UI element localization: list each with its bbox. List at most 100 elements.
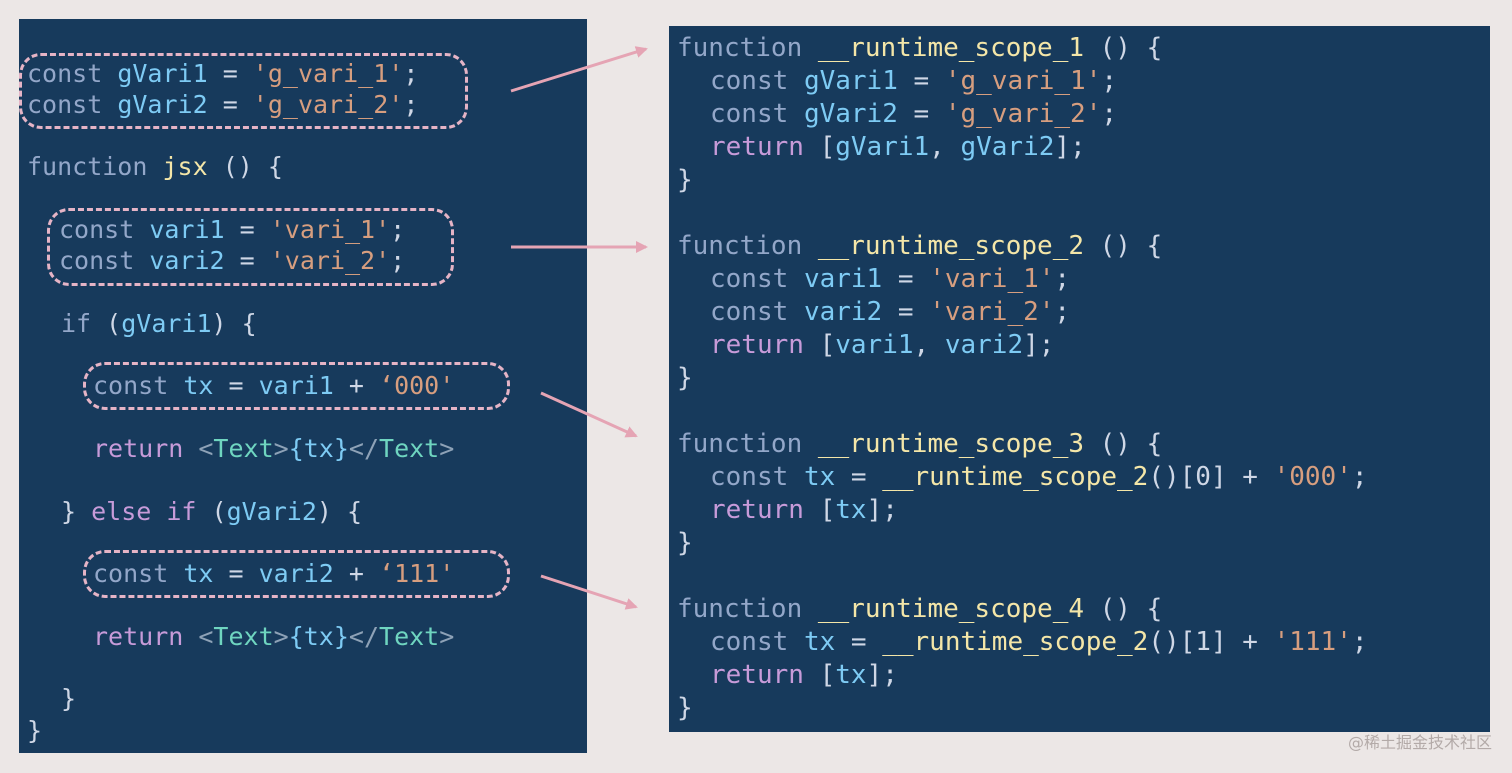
- code-line: const tx = __runtime_scope_2()[0] + '000…: [710, 461, 1368, 493]
- punctuation: ,: [929, 132, 961, 162]
- function-name: __runtime_scope_2: [882, 627, 1149, 657]
- string-literal: 'vari_2': [929, 297, 1055, 327]
- jsx-bracket: >: [439, 622, 455, 651]
- identifier: vari2: [944, 330, 1024, 360]
- code-line: const gVari2 = 'g_vari_2';: [27, 89, 418, 121]
- code-line: const gVari1 = 'g_vari_1';: [27, 58, 418, 90]
- arrow-to-scope-4: [540, 574, 638, 610]
- punctuation: ;: [1351, 462, 1368, 492]
- identifier: vari1: [149, 215, 225, 244]
- keyword: function: [677, 33, 803, 63]
- compiled-scopes-panel: function __runtime_scope_1 () { const gV…: [669, 26, 1490, 732]
- operator: =: [207, 59, 253, 88]
- identifier: gVari2: [803, 99, 898, 129]
- identifier: vari1: [803, 264, 883, 294]
- keyword: const: [710, 627, 789, 657]
- punctuation: ;: [390, 215, 406, 244]
- source-code-panel: const gVari1 = 'g_vari_1'; const gVari2 …: [19, 19, 587, 753]
- highlight-tx-000: [83, 362, 510, 410]
- jsx-expression: {tx}: [288, 622, 349, 651]
- code-line: return [tx];: [710, 494, 898, 526]
- return-keyword: return: [710, 660, 804, 690]
- identifier: gVari1: [835, 132, 930, 162]
- code-line: }: [677, 362, 693, 394]
- keyword: const: [93, 559, 169, 588]
- keyword: function: [27, 152, 148, 181]
- code-line: const vari1 = 'vari_1';: [710, 263, 1070, 295]
- jsx-tag-name: Text: [213, 434, 274, 463]
- identifier: gVari1: [803, 66, 898, 96]
- punctuation: () {: [207, 152, 283, 181]
- jsx-bracket: <: [183, 434, 214, 463]
- operator: +: [333, 559, 380, 588]
- punctuation: ];: [1054, 132, 1086, 162]
- string-literal: 'g_vari_1': [252, 59, 404, 88]
- closing-brace: }: [677, 693, 693, 723]
- string-literal: ‘000': [379, 371, 455, 400]
- punctuation: ;: [1054, 264, 1071, 294]
- closing-brace: }: [677, 528, 693, 558]
- operator: =: [835, 462, 883, 492]
- return-keyword: return: [710, 495, 804, 525]
- identifier: gVari2: [226, 497, 317, 526]
- keyword: const: [710, 462, 789, 492]
- jsx-bracket: <: [183, 622, 214, 651]
- punctuation: ;: [403, 90, 419, 119]
- code-line: }: [27, 715, 42, 747]
- code-line: const vari2 = 'vari_2';: [710, 296, 1070, 328]
- jsx-bracket: >: [439, 434, 455, 463]
- operator: =: [213, 559, 259, 588]
- code-line: function jsx () {: [27, 151, 283, 183]
- code-line: if (gVari1) {: [61, 308, 257, 340]
- punctuation: [: [803, 660, 836, 690]
- keyword: const: [93, 371, 169, 400]
- keyword: function: [677, 231, 803, 261]
- string-literal: 'vari_1': [269, 215, 391, 244]
- operator: =: [897, 99, 945, 129]
- identifier: gVari1: [117, 59, 208, 88]
- jsx-expression: {tx}: [288, 434, 349, 463]
- highlight-jsx-vars: [47, 208, 454, 286]
- keyword: const: [710, 66, 789, 96]
- code-line: function __runtime_scope_3 () {: [677, 428, 1162, 460]
- jsx-tag-name: Text: [379, 434, 440, 463]
- code-line: const vari2 = 'vari_2';: [59, 245, 405, 277]
- operator: =: [224, 215, 270, 244]
- keyword: function: [677, 594, 803, 624]
- identifier: vari2: [258, 559, 334, 588]
- closing-brace: }: [677, 165, 693, 195]
- closing-brace: }: [27, 716, 43, 745]
- return-keyword: return: [93, 622, 184, 651]
- operator: =: [835, 627, 883, 657]
- code-line: const gVari2 = 'g_vari_2';: [710, 98, 1117, 130]
- identifier: gVari2: [117, 90, 208, 119]
- keyword: function: [677, 429, 803, 459]
- operator: =: [882, 297, 930, 327]
- jsx-bracket: </: [348, 622, 380, 651]
- code-line: }: [677, 527, 693, 559]
- string-literal: 'g_vari_2': [252, 90, 404, 119]
- closing-brace: }: [61, 684, 77, 713]
- punctuation: ];: [866, 495, 898, 525]
- function-name: jsx: [162, 152, 208, 181]
- punctuation: ;: [1054, 297, 1071, 327]
- identifier: vari2: [149, 246, 225, 275]
- code-line: const tx = vari1 + ‘000': [93, 370, 454, 402]
- highlight-tx-111: [83, 550, 510, 598]
- arrow-to-scope-3: [540, 391, 638, 438]
- function-name: __runtime_scope_1: [817, 33, 1084, 63]
- operator: +: [1226, 627, 1274, 657]
- punctuation: ) {: [316, 497, 363, 526]
- code-line: function __runtime_scope_1 () {: [677, 32, 1162, 64]
- string-literal: 'vari_1': [929, 264, 1055, 294]
- punctuation: }: [61, 497, 92, 526]
- identifier: tx: [835, 660, 867, 690]
- operator: +: [1226, 462, 1274, 492]
- punctuation: ;: [1351, 627, 1368, 657]
- punctuation: () {: [1084, 231, 1163, 261]
- code-line: return [tx];: [710, 659, 898, 691]
- punctuation: ) {: [211, 309, 257, 338]
- punctuation: ];: [1023, 330, 1055, 360]
- identifier: vari2: [803, 297, 883, 327]
